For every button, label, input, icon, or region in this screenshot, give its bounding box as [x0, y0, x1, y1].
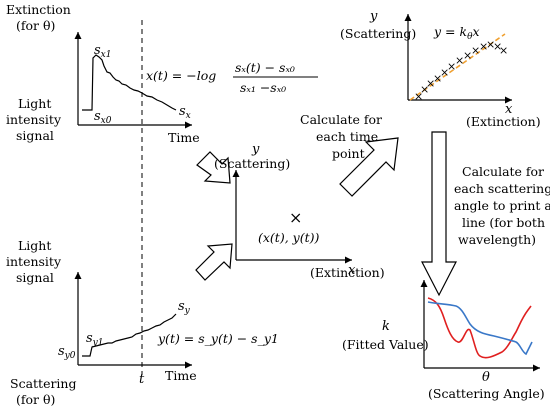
top-signal-axes	[74, 32, 192, 129]
fit-data-marker: ×	[447, 60, 456, 73]
calc-angle-line1: Calculate for	[462, 164, 544, 179]
fit-data-marker: ×	[426, 77, 435, 90]
fit-line	[409, 33, 506, 101]
hollow-arrow-to-fit-plot	[339, 137, 399, 197]
hollow-arrow-from-top-signal	[196, 151, 231, 184]
calc-angle-line2: each scattering	[454, 181, 550, 196]
sy1-label: sy1	[86, 331, 103, 348]
fit-data-marker: ×	[414, 90, 423, 103]
fit-data-marker: ×	[455, 54, 464, 67]
intensity-label-bottom: intensity	[6, 254, 62, 269]
fit-data-marker: ×	[471, 44, 480, 57]
fit-y-caption: (Scattering)	[340, 26, 416, 41]
fit-data-markers: ×××××××××××××	[414, 38, 508, 103]
sx1-label: sx1	[94, 43, 111, 60]
extinction-title: Extinction	[6, 2, 71, 17]
fit-data-marker: ×	[463, 49, 472, 62]
fit-data-marker: ×	[486, 38, 495, 51]
equation-x-numerator: sₓ(t) − sₓ₀	[235, 60, 295, 75]
middle-point-marker: ×	[289, 208, 302, 227]
scattering-bottom-title: Scattering	[10, 376, 77, 391]
t-label: t	[139, 372, 145, 387]
middle-y-label: y	[251, 142, 260, 157]
k-curve-red	[427, 297, 532, 359]
equation-y: y(t) = s_y(t) − s_y1	[157, 331, 279, 346]
theta-label: θ	[482, 370, 490, 385]
middle-point-label: (x(t), y(t))	[258, 230, 319, 245]
signal-label-bottom: signal	[16, 270, 54, 285]
k-curve-blue	[427, 301, 533, 356]
time-label-bottom: Time	[165, 368, 197, 383]
signal-label-top: signal	[16, 128, 54, 143]
equation-x-denominator: sₓ₁ −sₓ₀	[240, 80, 286, 95]
fit-data-marker: ×	[493, 40, 502, 53]
fit-plot-axes	[404, 14, 512, 104]
scattering-for-theta: (for θ)	[16, 392, 55, 407]
fit-data-marker: ×	[433, 72, 442, 85]
middle-x-label: x	[348, 263, 356, 278]
sx0-label: sx0	[94, 109, 112, 126]
calc-angle-line3: angle to print a	[454, 198, 550, 213]
fit-y-label: y	[369, 9, 378, 24]
scattering-signal-curve	[82, 313, 177, 357]
theta-caption: (Scattering Angle)	[428, 386, 545, 401]
intensity-label-top: intensity	[6, 112, 62, 127]
calc-time-line2: each time	[316, 129, 378, 144]
fit-data-marker: ×	[420, 83, 429, 96]
k-caption: (Fitted Value)	[342, 337, 429, 352]
extinction-signal-curve	[82, 54, 177, 111]
fit-data-marker: ×	[479, 40, 488, 53]
middle-plot-axes	[232, 170, 352, 264]
middle-y-caption: (Scattering)	[214, 156, 290, 171]
sy0-label: sy0	[58, 344, 76, 361]
calc-time-line1: Calculate for	[300, 112, 382, 127]
fit-equation: y = kθx	[433, 24, 480, 42]
middle-x-caption: (Extinction)	[310, 265, 385, 280]
light-label-top: Light	[18, 96, 51, 111]
sx-label: sx	[179, 104, 191, 121]
time-label-top: Time	[168, 130, 200, 145]
fit-x-caption: (Extinction)	[466, 114, 541, 129]
k-plot-axes	[420, 280, 540, 372]
bottom-signal-axes	[74, 272, 192, 369]
k-label: k	[382, 319, 390, 334]
fit-data-marker: ×	[499, 44, 508, 57]
hollow-arrow-from-bottom-signal	[195, 243, 233, 281]
fit-x-label: x	[505, 102, 513, 117]
calc-time-line3: point	[332, 146, 365, 161]
sy-label: sy	[178, 299, 191, 316]
calc-angle-line5: wavelength)	[458, 232, 536, 247]
extinction-for-theta: (for θ)	[16, 18, 55, 33]
equation-x-lhs: x(t) = −log	[146, 68, 216, 83]
hollow-arrow-down	[421, 131, 457, 297]
calc-angle-line4: line (for both	[462, 215, 545, 230]
fit-data-marker: ×	[440, 66, 449, 79]
light-label-bottom: Light	[18, 238, 51, 253]
